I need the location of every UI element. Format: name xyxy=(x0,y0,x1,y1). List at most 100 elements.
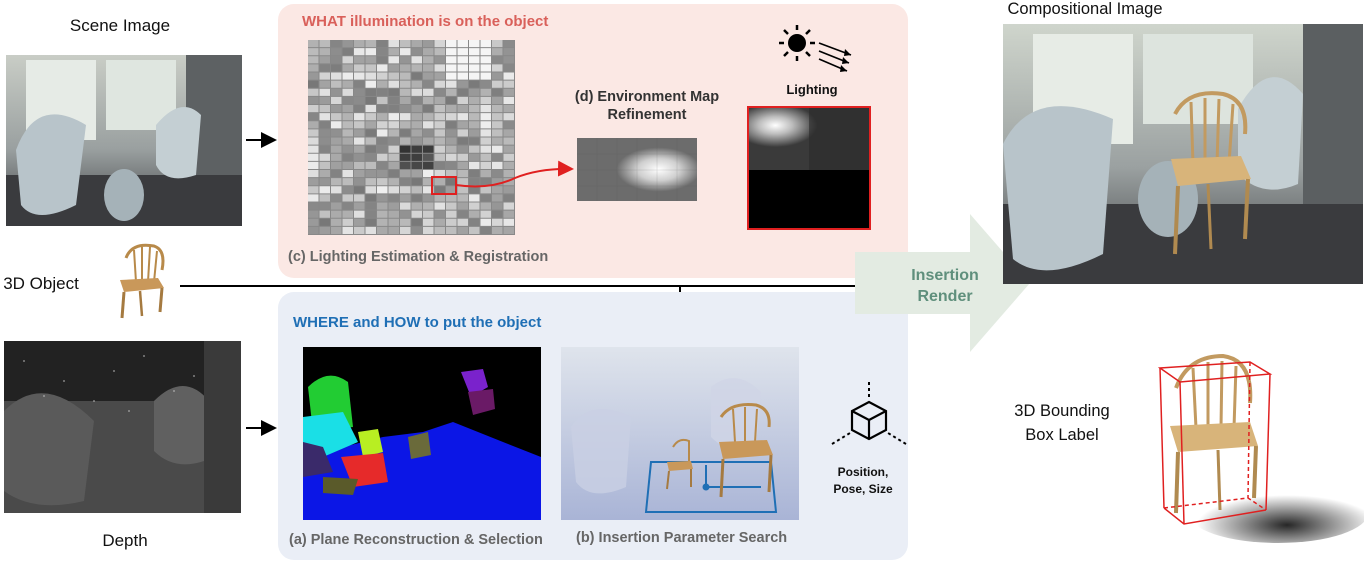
grid-cell xyxy=(503,153,514,161)
grid-cell xyxy=(377,170,388,178)
illumination-panel-title: WHAT illumination is on the object xyxy=(302,13,549,30)
grid-cell xyxy=(388,161,399,170)
grid-cell xyxy=(480,186,491,194)
grid-cell xyxy=(331,218,342,226)
grid-cell xyxy=(434,113,445,121)
grid-cell xyxy=(354,218,365,226)
grid-cell xyxy=(492,218,503,226)
grid-cell xyxy=(331,96,342,105)
grid-cell xyxy=(365,129,376,137)
grid-cell xyxy=(331,202,342,210)
grid-cell xyxy=(377,129,388,137)
grid-cell xyxy=(446,48,457,56)
grid-cell xyxy=(457,153,468,161)
grid-cell xyxy=(411,113,422,121)
grid-cell xyxy=(457,202,468,210)
grid-cell xyxy=(480,88,491,96)
grid-cell xyxy=(365,121,376,129)
grid-cell xyxy=(319,56,330,64)
grid-cell xyxy=(446,137,457,145)
grid-cell xyxy=(354,40,365,48)
grid-cell xyxy=(446,186,457,194)
grid-cell xyxy=(331,48,342,56)
grid-cell xyxy=(342,178,353,186)
grid-cell xyxy=(388,56,399,64)
grid-cell xyxy=(423,105,434,113)
grid-cell xyxy=(342,226,353,235)
grid-cell xyxy=(492,56,503,64)
grid-cell xyxy=(308,113,319,121)
grid-cell xyxy=(331,113,342,121)
grid-cell xyxy=(388,226,399,235)
grid-cell xyxy=(365,218,376,226)
grid-cell xyxy=(492,88,503,96)
grid-cell xyxy=(423,88,434,96)
grid-cell xyxy=(319,113,330,121)
grid-cell xyxy=(354,161,365,170)
grid-cell xyxy=(434,129,445,137)
grid-cell xyxy=(411,194,422,202)
grid-cell xyxy=(400,64,411,72)
grid-cell xyxy=(342,48,353,56)
grid-cell xyxy=(354,72,365,80)
grid-cell xyxy=(365,113,376,121)
grid-cell xyxy=(308,145,319,153)
grid-cell xyxy=(434,210,445,218)
plane-segmentation xyxy=(303,347,541,520)
grid-cell xyxy=(342,170,353,178)
grid-cell xyxy=(400,137,411,145)
grid-cell xyxy=(469,96,480,105)
grid-cell xyxy=(331,80,342,88)
grid-cell xyxy=(388,145,399,153)
grid-cell xyxy=(446,129,457,137)
grid-cell xyxy=(423,121,434,129)
grid-cell xyxy=(388,80,399,88)
grid-cell xyxy=(331,194,342,202)
grid-cell xyxy=(446,121,457,129)
grid-cell xyxy=(469,186,480,194)
grid-cell xyxy=(434,64,445,72)
grid-cell xyxy=(354,88,365,96)
grid-cell xyxy=(503,226,514,235)
grid-cell xyxy=(319,226,330,235)
grid-cell xyxy=(446,218,457,226)
grid-cell xyxy=(411,121,422,129)
grid-cell xyxy=(411,64,422,72)
grid-cell xyxy=(319,210,330,218)
grid-cell xyxy=(342,121,353,129)
grid-cell xyxy=(457,170,468,178)
grid-cell xyxy=(457,105,468,113)
grid-cell xyxy=(365,226,376,235)
grid-cell xyxy=(331,56,342,64)
grid-cell xyxy=(365,80,376,88)
grid-cell xyxy=(446,145,457,153)
env-map-refinement-title: (d) Environment Map Refinement xyxy=(574,89,720,123)
grid-cell xyxy=(354,194,365,202)
grid-cell xyxy=(319,145,330,153)
grid-cell xyxy=(388,194,399,202)
grid-cell xyxy=(469,80,480,88)
grid-cell xyxy=(319,40,330,48)
depth-label: Depth xyxy=(102,531,148,550)
grid-cell xyxy=(492,96,503,105)
grid-cell xyxy=(423,96,434,105)
grid-cell xyxy=(342,137,353,145)
grid-cell xyxy=(365,40,376,48)
grid-cell xyxy=(331,121,342,129)
grid-cell xyxy=(308,64,319,72)
grid-cell xyxy=(492,113,503,121)
grid-cell xyxy=(503,145,514,153)
grid-cell xyxy=(480,121,491,129)
grid-cell xyxy=(354,137,365,145)
grid-cell xyxy=(308,218,319,226)
insertion-render-label: Insertion Render xyxy=(911,267,979,305)
grid-cell xyxy=(377,56,388,64)
grid-cell xyxy=(388,64,399,72)
grid-cell xyxy=(434,153,445,161)
grid-cell xyxy=(411,145,422,153)
grid-cell xyxy=(446,194,457,202)
grid-cell xyxy=(446,178,457,186)
grid-cell xyxy=(411,153,422,161)
grid-cell xyxy=(469,137,480,145)
grid-cell xyxy=(446,210,457,218)
